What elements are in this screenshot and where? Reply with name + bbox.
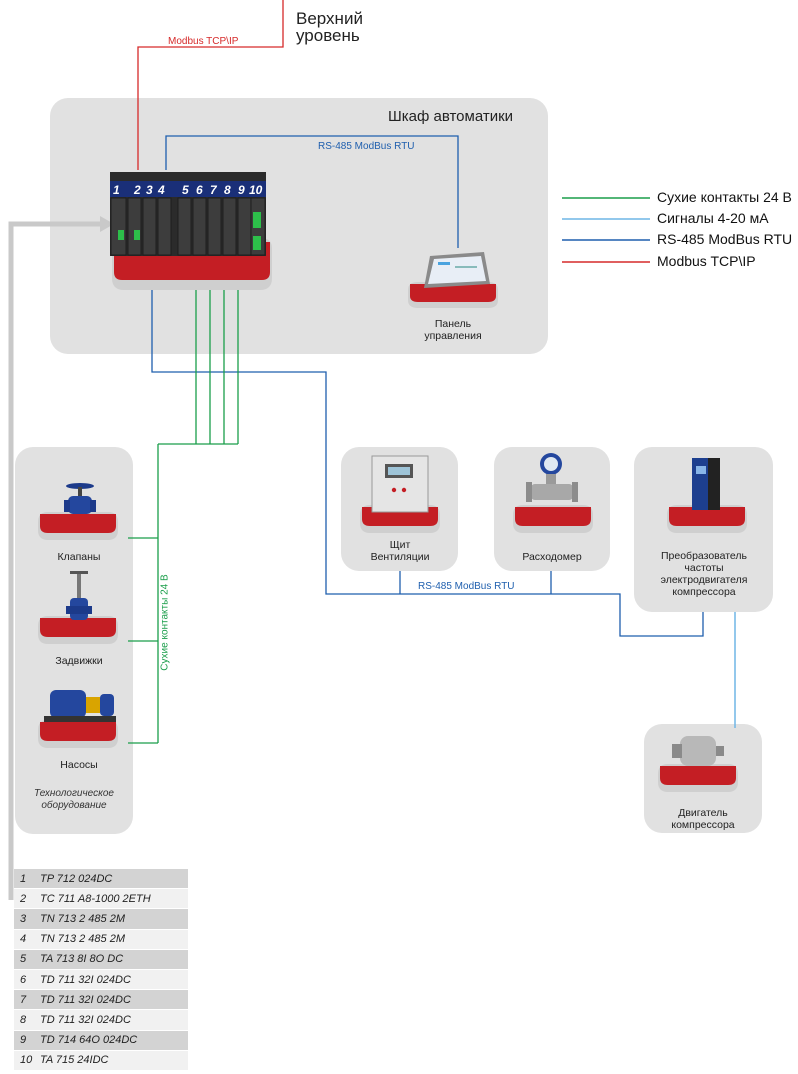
plc-rack-icon: [110, 172, 272, 290]
valve-icon: [64, 483, 96, 514]
module-number: 3: [146, 183, 153, 197]
motor-platform: [658, 764, 738, 792]
hmi-panel-icon: [408, 252, 498, 308]
flowmeter-icon: [526, 453, 578, 502]
pumps-label: Насосы: [60, 759, 98, 771]
module-num: 2: [14, 888, 37, 910]
module-number: 6: [196, 183, 203, 197]
rs485-to-vfd-line: [551, 593, 704, 637]
module-number: 8: [224, 183, 231, 197]
vent-line2: Вентиляции: [370, 551, 430, 563]
hmi-label-line2: управления: [424, 330, 482, 342]
gate-valve-icon: [66, 571, 92, 620]
module-name: TP 712 024DC: [37, 869, 188, 890]
pump-icon: [44, 690, 116, 722]
rs485-cabinet-label: RS-485 ModBus RTU: [318, 141, 415, 152]
valve-platform: [38, 512, 118, 540]
tech-group-line1: Технологическое: [34, 788, 114, 799]
module-name: TA 713 8I 8O DC: [37, 949, 188, 970]
rs485-field-label: RS-485 ModBus RTU: [418, 581, 515, 592]
legend-4-20: Сигналы 4-20 мА: [657, 210, 769, 226]
module-num: 6: [14, 969, 37, 991]
top-level-line2: уровень: [296, 26, 360, 45]
module-number: 2: [134, 183, 141, 197]
vent-line1: Щит: [389, 539, 411, 551]
module-name: TN 713 2 485 2M: [37, 929, 188, 950]
tech-group-label: Технологическое оборудование: [20, 788, 128, 812]
arrow-head: [100, 216, 114, 232]
vfd-line1: Преобразователь: [660, 550, 748, 562]
module-num: 4: [14, 929, 37, 950]
vfd-label: Преобразователь частоты электродвигателя…: [636, 550, 772, 598]
module-number: 1: [113, 183, 120, 197]
module-name: TN 713 2 485 2M: [37, 908, 188, 930]
module-num: 7: [14, 989, 37, 1011]
legend-rs485: RS-485 ModBus RTU: [657, 231, 793, 247]
modbus-tcp-line: [137, 0, 284, 170]
module-num: 3: [14, 908, 37, 930]
module-name: TD 714 64O 024DC: [37, 1030, 188, 1051]
top-level-label: Верхний уровень: [296, 10, 363, 44]
top-level-line1: Верхний: [296, 9, 363, 28]
legend-dry-contacts: Сухие контакты 24 В: [657, 189, 792, 205]
vfd-platform: [667, 505, 747, 533]
dry-contacts-vertical-label: Сухие контакты 24 В: [159, 574, 171, 671]
module-name: TD 711 32I 024DC: [37, 989, 188, 1011]
tech-group-line2: оборудование: [41, 800, 107, 811]
module-name: TC 711 A8-1000 2ETH: [37, 888, 188, 910]
vfd-line4: компрессора: [672, 586, 736, 598]
flowmeter-label: Расходомер: [522, 551, 582, 563]
module-number: 7: [210, 183, 217, 197]
cabinet-title: Шкаф автоматики: [388, 108, 514, 125]
modbus-tcp-label: Modbus TCP\IP: [168, 36, 239, 47]
gate-valves-label: Задвижки: [55, 655, 103, 667]
valves-label: Клапаны: [57, 551, 101, 563]
rs485-field-line: [151, 250, 551, 595]
rs485-cabinet-line: [165, 135, 459, 248]
pump-platform: [38, 720, 118, 748]
legend-modbus-tcp: Modbus TCP\IP: [657, 253, 756, 269]
module-num: 1: [14, 869, 37, 890]
vent-label: Щит Вентиляции: [346, 539, 454, 563]
hmi-panel-label: Панель управления: [408, 318, 498, 342]
module-number: 4: [158, 183, 165, 197]
module-num: 10: [14, 1050, 37, 1071]
motor-line2: компрессора: [671, 819, 735, 831]
vfd-line2: частоты: [684, 562, 724, 574]
module-name: TD 711 32I 024DC: [37, 1009, 188, 1031]
motor-icon: [672, 736, 724, 766]
module-numbers: 1 2 3 4 5 6 7 8 9 10: [110, 183, 266, 197]
motor-label: Двигатель компрессора: [648, 807, 758, 831]
module-name: TD 711 32I 024DC: [37, 969, 188, 991]
module-name: TA 715 24IDC: [37, 1050, 188, 1071]
vent-cabinet-icon: [371, 455, 429, 513]
flowmeter-platform: [513, 505, 593, 533]
dry-contacts-lines: [128, 258, 239, 744]
gate-valve-platform: [38, 616, 118, 644]
module-num: 9: [14, 1030, 37, 1051]
module-number: 9: [238, 183, 245, 197]
module-num: 5: [14, 949, 37, 970]
vfd-icon: [692, 458, 720, 510]
vfd-line3: электродвигателя: [660, 574, 748, 586]
motor-line1: Двигатель: [678, 807, 728, 819]
module-num: 8: [14, 1009, 37, 1031]
hmi-label-line1: Панель: [434, 318, 472, 330]
module-number: 10: [249, 183, 263, 197]
module-table-link: [8, 221, 100, 900]
module-number: 5: [182, 183, 189, 197]
